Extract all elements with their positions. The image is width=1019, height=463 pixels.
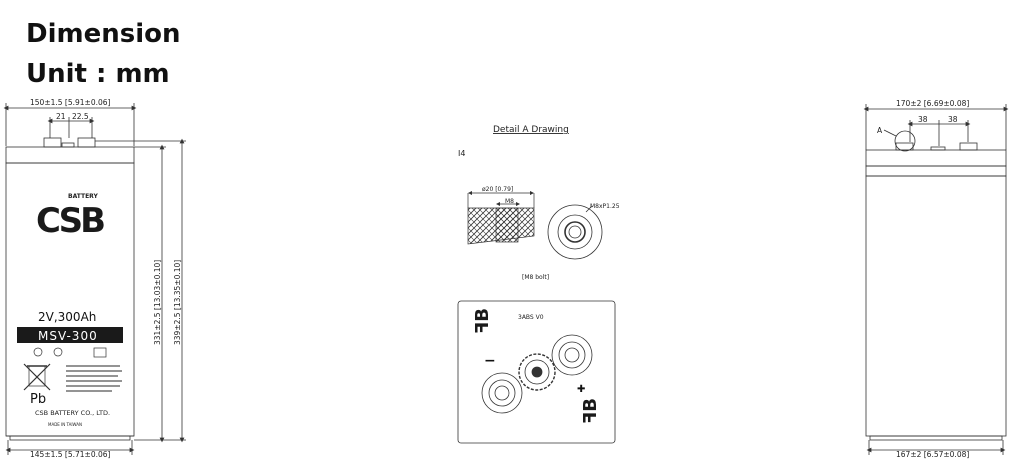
side-lid: [865, 149, 1007, 167]
csb-logo: BATTERY CSB: [36, 193, 107, 241]
front-model: MSV-300: [38, 329, 98, 343]
detail-a-callout-circle: [894, 130, 916, 152]
side-lid-band: [865, 165, 1007, 177]
warning-text-block: [66, 365, 122, 392]
front-height-inner-label: 331±2.5 [13.03±0.10]: [153, 260, 162, 345]
front-terminal-center: [61, 142, 75, 148]
front-base: [9, 435, 131, 441]
minus-sign: −: [484, 353, 496, 369]
bolt-thread-label: M8: [505, 198, 514, 205]
pb-label: Pb: [30, 392, 46, 407]
side-terminal-right: [959, 142, 978, 151]
side-bottom-width-label: 167±2 [6.57±0.08]: [896, 450, 969, 459]
bolt-diameter-label: ø20 [0.79]: [482, 186, 513, 193]
bolt-top-view: [547, 204, 603, 260]
brand-logo-text: CSB: [36, 201, 104, 241]
detail-a-callout-label: A: [877, 126, 883, 135]
front-view: [3, 103, 186, 455]
lid-vent-cap-outer: [518, 353, 556, 391]
side-terminal-center: [930, 146, 946, 151]
front-top-width-label: 150±1.5 [5.91±0.06]: [30, 98, 111, 107]
bolt-outer-ring: [547, 204, 603, 260]
lid-outline: [457, 300, 616, 444]
lid-vent-center: [531, 366, 543, 378]
bolt-middle-ring: [557, 214, 593, 250]
bolt-caption: [M8 bolt]: [522, 274, 549, 281]
lid-terminal-positive-mid: [558, 341, 586, 369]
lid-terminal-positive-outer: [551, 334, 593, 376]
front-height-total-label: 339±2.5 [13.35±0.10]: [173, 260, 182, 345]
ul-icon: [93, 347, 107, 358]
thread-pitch-label: M8xP1.25: [590, 203, 620, 210]
side-body: [865, 175, 1007, 437]
lid-terminal-positive-inner: [564, 347, 580, 363]
side-top-width-label: 170±2 [6.69±0.08]: [896, 99, 969, 108]
lid-logo-left: ꟻB: [472, 308, 493, 334]
lid-vent-cap-inner: [524, 359, 550, 385]
made-in-label: MADE IN TAIWAN: [48, 422, 82, 427]
front-bottom-width-label: 145±1.5 [5.71±0.06]: [30, 450, 111, 459]
heading-unit: Unit : mm: [26, 59, 170, 89]
side-gap-1-label: 38: [918, 115, 928, 124]
lid-code-label: 3ABS V0: [518, 314, 544, 321]
side-view: [863, 104, 1009, 455]
lid-terminal-negative-mid: [488, 379, 516, 407]
heading-dimension: Dimension: [26, 19, 181, 49]
front-gap-1-label: 21: [56, 112, 66, 121]
lid-top-view: [457, 300, 616, 444]
front-terminal-right: [77, 137, 96, 148]
bolt-hole: [564, 221, 586, 243]
plus-sign: ✚: [577, 384, 585, 395]
front-terminal-left: [43, 137, 62, 148]
lid-terminal-negative-inner: [494, 385, 510, 401]
side-gap-2-label: 38: [948, 115, 958, 124]
ce-icon: [33, 347, 43, 357]
certification-icons: [23, 347, 107, 391]
front-gap-2-label: 22.5: [72, 112, 89, 121]
brand-subtext: BATTERY: [68, 193, 98, 200]
recycle-icon: [53, 347, 63, 357]
lid-logo-right: ꟻB: [580, 398, 601, 424]
company-label: CSB BATTERY CO., LTD.: [35, 409, 110, 417]
front-rating: 2V,300Ah: [38, 310, 96, 324]
detail-title: Detail A Drawing: [493, 125, 569, 135]
model-label-bar: [17, 327, 123, 343]
front-lid: [5, 146, 135, 164]
bolt-hole-inner: [568, 225, 582, 239]
bolt-thread: [495, 207, 519, 243]
page-heading: Dimension Unit : mm: [26, 14, 181, 94]
lid-terminal-negative-outer: [481, 372, 523, 414]
bolt-section: [467, 190, 535, 245]
side-base: [869, 435, 1003, 441]
detail-label-i4: I4: [458, 149, 465, 158]
